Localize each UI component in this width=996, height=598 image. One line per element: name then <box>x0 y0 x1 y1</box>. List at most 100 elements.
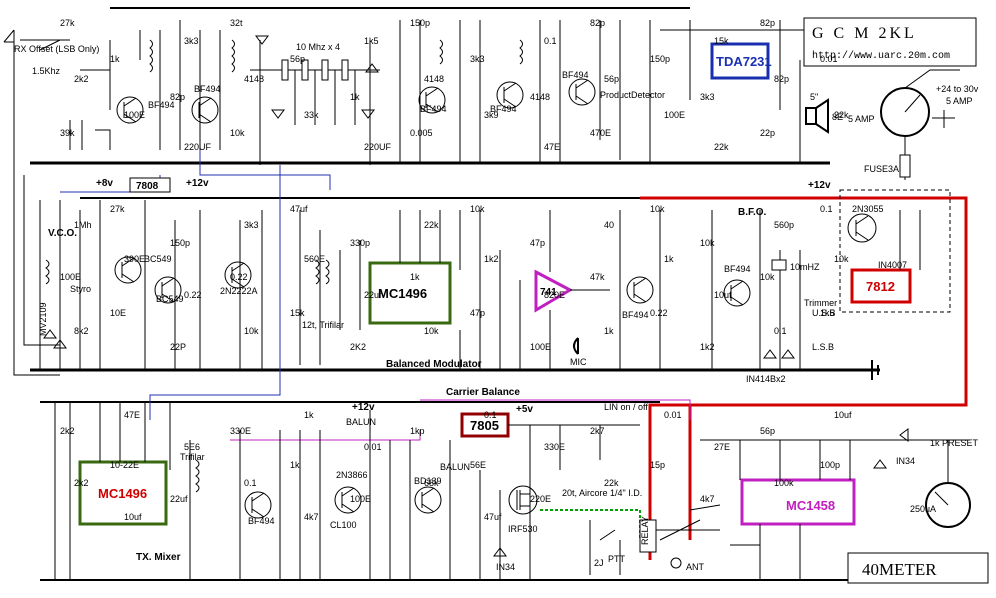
component-value-10: 56p <box>290 54 305 64</box>
balmod-wiring <box>299 210 461 365</box>
component-value-84: 2k2 <box>60 426 75 436</box>
component-value-77: 100E <box>530 342 551 352</box>
reg7805-label: 7805 <box>470 418 499 433</box>
component-value-62: 22uf <box>364 290 382 300</box>
component-value-105: 220E <box>530 494 551 504</box>
component-value-46: 560p <box>774 220 794 230</box>
t-label-5: BF494 <box>622 310 649 320</box>
tx-mixer-wiring <box>54 402 191 580</box>
component-value-66: 15k <box>290 308 305 318</box>
component-value-44: 22k <box>424 220 439 230</box>
rx-offset-freq: 1.5Khz <box>32 66 61 76</box>
component-value-73: 1k <box>604 326 614 336</box>
component-value-32: 22p <box>760 128 775 138</box>
alc-diodes <box>873 428 909 469</box>
mosfet-wiring <box>479 470 530 580</box>
pass-transistor-leads <box>855 215 869 241</box>
component-value-60: 10k <box>760 272 775 282</box>
j2-label: 2J <box>594 558 604 568</box>
t-label-bfo: BF494 <box>724 264 751 274</box>
mic-label: MIC <box>570 357 587 367</box>
component-value-65: 10E <box>110 308 126 318</box>
bd139-wiring <box>409 440 451 580</box>
component-value-67: 47p <box>470 308 485 318</box>
component-value-87: 2k7 <box>590 426 605 436</box>
left-wire-2 <box>23 175 60 346</box>
rx-offset-switch <box>3 29 15 43</box>
relay-contacts <box>656 504 721 541</box>
component-value-41: 0.1 <box>820 204 833 214</box>
vco-label: V.C.O. <box>48 228 77 239</box>
component-value-37: 27k <box>110 204 125 214</box>
tx-trifilar-coil <box>195 459 200 493</box>
mosfet-irf530 <box>508 485 538 515</box>
aircore-label: 20t, Aircore 1/4" I.D. <box>562 488 642 498</box>
component-value-47: 150p <box>170 238 190 248</box>
component-value-22: 3k3 <box>700 92 715 102</box>
component-value-85: 330E <box>230 426 251 436</box>
linon-label: LIN on / off <box>604 402 648 412</box>
component-value-104: 100E <box>350 494 371 504</box>
component-value-56: 100E <box>60 272 81 282</box>
lsb-label: L.S.B <box>812 342 834 352</box>
t-label-7: BC549 <box>156 294 184 304</box>
component-value-45: 40 <box>604 220 614 230</box>
left-wire <box>13 30 60 376</box>
mc1496-rx-chip <box>368 261 452 325</box>
tda-label: TDA7231 <box>716 54 772 69</box>
component-value-51: 390E <box>124 254 145 264</box>
tda-chip <box>710 42 770 80</box>
opamp741-triangle <box>534 269 574 313</box>
component-value-20: 1k <box>350 92 360 102</box>
component-value-50: 10k <box>700 238 715 248</box>
component-value-101: 22k <box>604 478 619 488</box>
component-value-72: 10k <box>424 326 439 336</box>
component-value-35: 47E <box>544 142 560 152</box>
bfo-label: B.F.O. <box>738 207 767 218</box>
component-value-14: 2k2 <box>74 74 89 84</box>
component-value-43: 3k3 <box>244 220 259 230</box>
component-value-69: 1k5 <box>820 308 835 318</box>
opamp741-label: 741 <box>540 287 557 298</box>
component-value-109: 47uf <box>484 512 502 522</box>
component-value-80: 1k <box>304 410 314 420</box>
component-value-54: 1k <box>664 254 674 264</box>
in4007-label: IN4007 <box>878 260 907 270</box>
mic-icon <box>573 337 579 355</box>
s-meter-needle <box>934 440 949 506</box>
mc1496-rx-label: MC1496 <box>378 286 427 301</box>
red-power-line <box>640 196 968 560</box>
component-value-64: 10uf <box>714 290 732 300</box>
bat-label: +24 to 30v <box>936 84 979 94</box>
amp5-b: 5 AMP <box>946 96 973 106</box>
mv2109-label: MV2109 <box>38 302 48 336</box>
component-value-16: 4148 <box>424 74 444 84</box>
component-value-40: 10k <box>650 204 665 214</box>
diode-pair <box>763 349 795 359</box>
component-value-103: 22uf <box>170 494 188 504</box>
t-label-4: BF494 <box>562 70 589 80</box>
component-value-34: 220UF <box>364 142 392 152</box>
magenta-trace-2 <box>420 399 691 420</box>
component-value-82: 0.01 <box>664 410 682 420</box>
component-value-91: 330E <box>544 442 565 452</box>
supply-5v: +5v <box>516 404 533 415</box>
component-value-92: 27E <box>714 442 730 452</box>
component-value-7: 0.1 <box>544 36 557 46</box>
component-value-26: 100E <box>664 110 685 120</box>
trimmer-label: Trimmer <box>804 298 837 308</box>
component-value-25: 3k9 <box>484 110 499 120</box>
component-value-86: 1kp <box>410 426 425 436</box>
magenta-trace-1 <box>230 430 421 441</box>
t-label-13: 2N3055 <box>852 204 884 214</box>
band-box <box>847 552 989 584</box>
crystal-filter <box>250 35 380 165</box>
rx-front-end <box>20 20 235 150</box>
mc1496-tx-chip <box>78 460 168 526</box>
trifilar-coil <box>315 259 330 285</box>
reg-dashed-box <box>839 189 951 313</box>
ant-label: ANT <box>686 562 705 572</box>
supply-8v: +8v <box>96 178 113 189</box>
xtal-icon <box>771 259 787 271</box>
